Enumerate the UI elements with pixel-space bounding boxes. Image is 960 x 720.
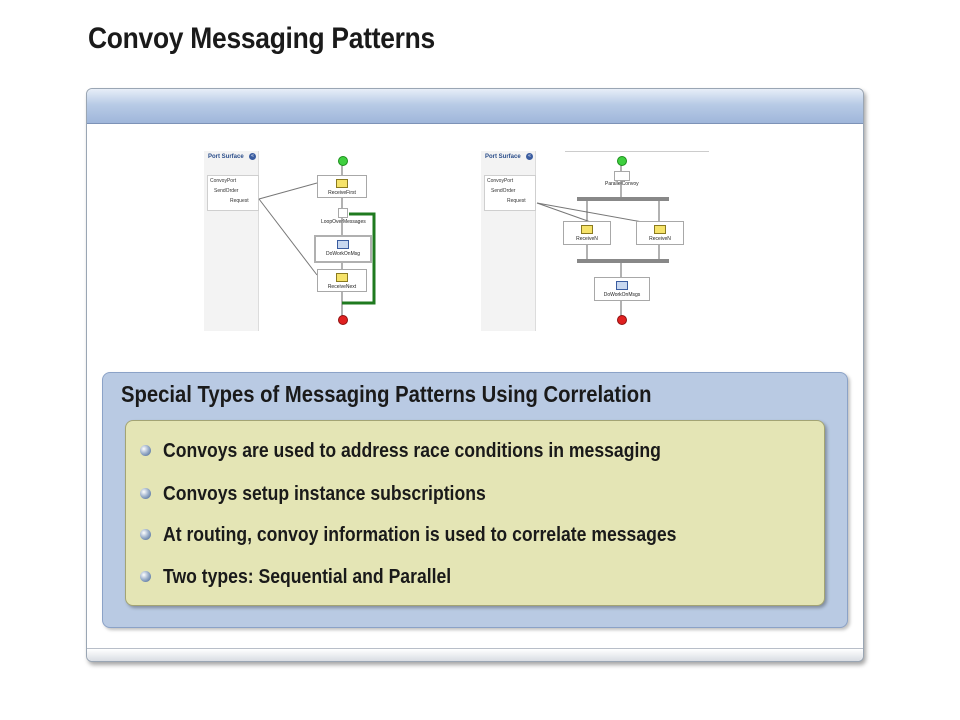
port-surface: Port Surface « ConvoyPort SendOrder Requ… (204, 151, 259, 331)
port-surface-header: Port Surface (485, 154, 521, 160)
do-work-shape[interactable]: DoWorkOnMsgs (594, 277, 650, 301)
expression-icon (616, 281, 628, 290)
bullet-icon (140, 445, 151, 456)
end-node (617, 315, 627, 325)
sequential-convoy-diagram: Port Surface « ConvoyPort SendOrder Requ… (204, 151, 394, 331)
parallel-label: ParallelConvoy (605, 181, 639, 187)
receive-left-shape[interactable]: ReceiveN (563, 221, 611, 245)
receive-first-shape[interactable]: ReceiveFirst (317, 175, 367, 198)
expression-icon (337, 240, 349, 249)
bullet-icon (140, 529, 151, 540)
port-surface-header: Port Surface (208, 154, 244, 160)
port-message: Request (507, 198, 526, 204)
port-name: ConvoyPort (487, 178, 514, 184)
bullet-list: Convoys are used to address race conditi… (125, 420, 825, 606)
receive-icon (336, 179, 348, 188)
panel-footer-bar (87, 648, 863, 661)
bullet-text: Two types: Sequential and Parallel (163, 566, 452, 588)
parallel-bottom-bar (577, 259, 669, 263)
bullet-text: Convoys are used to address race conditi… (163, 440, 661, 462)
loop-label: LoopOverMessages (321, 219, 366, 225)
collapse-icon[interactable]: « (526, 153, 533, 160)
bullet-text: At routing, convoy information is used t… (163, 524, 677, 546)
start-node (617, 156, 627, 166)
port-shape[interactable]: ConvoyPort SendOrder Request (207, 175, 259, 211)
bullet-icon (140, 571, 151, 582)
slide-title: Convoy Messaging Patterns (88, 22, 435, 55)
port-shape[interactable]: ConvoyPort SendOrder Request (484, 175, 536, 211)
port-message: Request (230, 198, 249, 204)
port-operation: SendOrder (491, 188, 516, 194)
collapse-icon[interactable]: « (249, 153, 256, 160)
receive-icon (336, 273, 348, 282)
do-work-shape[interactable]: DoWorkOnMsg (314, 235, 372, 263)
start-node (338, 156, 348, 166)
receive-right-shape[interactable]: ReceiveN (636, 221, 684, 245)
panel-header-bar (87, 89, 863, 124)
port-operation: SendOrder (214, 188, 239, 194)
bullet-icon (140, 488, 151, 499)
parallel-convoy-diagram: Port Surface « ConvoyPort SendOrder Requ… (481, 151, 713, 331)
receive-next-shape[interactable]: ReceiveNext (317, 269, 367, 292)
parallel-top-bar (577, 197, 669, 201)
receive-icon (654, 225, 666, 234)
parallel-shape-icon[interactable] (614, 171, 630, 181)
port-name: ConvoyPort (210, 178, 237, 184)
port-surface: Port Surface « ConvoyPort SendOrder Requ… (481, 151, 536, 331)
end-node (338, 315, 348, 325)
patterns-box-title: Special Types of Messaging Patterns Usin… (121, 381, 652, 407)
bullet-text: Convoys setup instance subscriptions (163, 483, 486, 505)
loop-shape[interactable] (338, 208, 348, 218)
patterns-box: Special Types of Messaging Patterns Usin… (102, 372, 848, 628)
receive-icon (581, 225, 593, 234)
